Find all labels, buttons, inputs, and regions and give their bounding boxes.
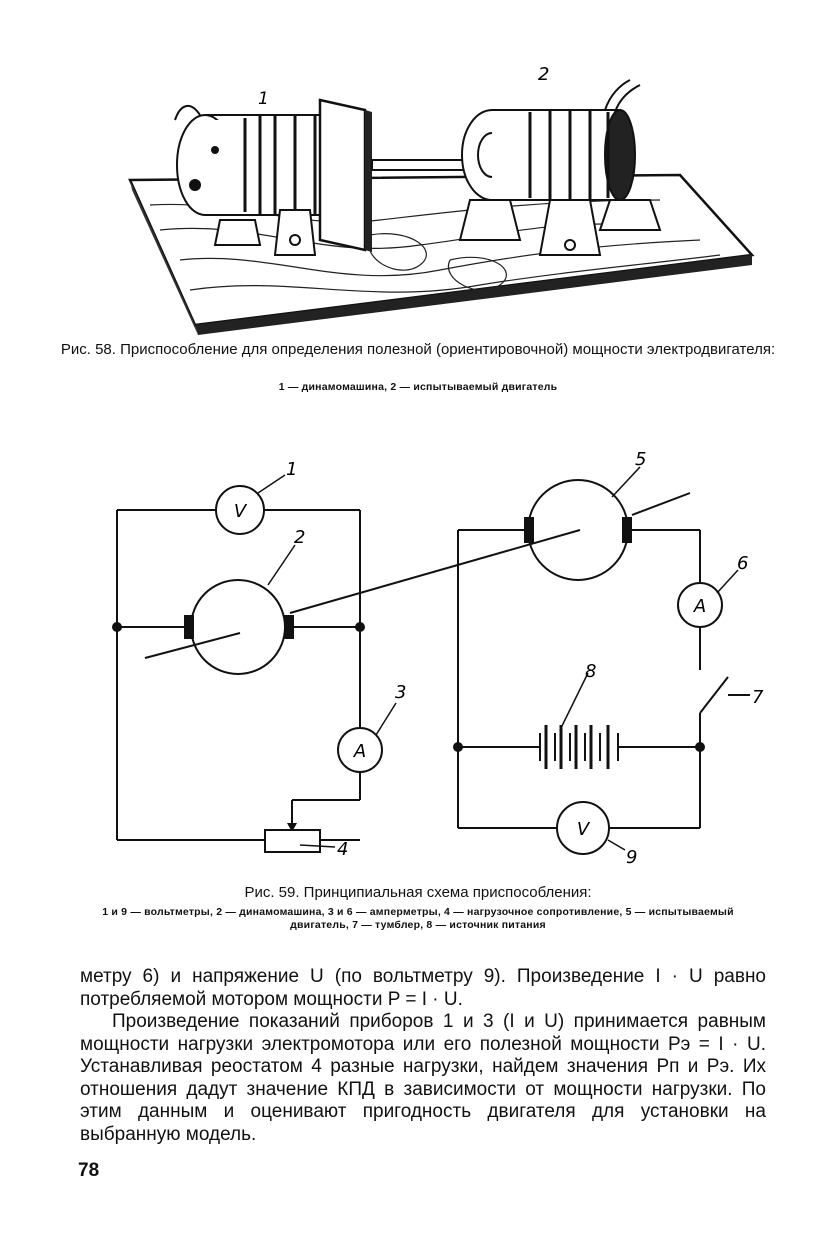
circuit-label-8: 8 (585, 661, 596, 682)
page-number: 78 (78, 1160, 100, 1181)
circuit-label-7: 7 (752, 687, 764, 708)
circuit-label-1: 1 (286, 459, 297, 480)
figure-58-caption-legend: 1 — динамомашина, 2 — испытываемый двига… (278, 381, 558, 393)
circuit-label-3: 3 (395, 682, 406, 703)
figure-58-illustration: 1 2 (128, 64, 755, 335)
figure-58-caption-title: Рис. 58. Приспособление для определения … (60, 341, 776, 358)
body-text: метру 6) и напряжение U (по вольтметру 9… (80, 966, 766, 1146)
voltmeter-1-symbol: V (234, 501, 248, 522)
figure-59-circuit-diagram: V A A V 1 2 (112, 449, 764, 865)
figure-59-caption-legend: 1 и 9 — вольтметры, 2 — динамомашина, 3 … (102, 906, 734, 931)
circuit-label-5: 5 (635, 449, 646, 470)
paragraph-2: Произведение показаний приборов 1 и 3 (I… (80, 1011, 766, 1145)
circuit-label-9: 9 (626, 847, 637, 865)
circuit-label-6: 6 (737, 553, 748, 574)
figure-58-label-1: 1 (258, 89, 269, 109)
figure-59-caption-title: Рис. 59. Принципиальная схема приспособл… (244, 884, 592, 901)
ammeter-6-symbol: A (693, 596, 706, 617)
voltmeter-9-symbol: V (577, 819, 591, 840)
ammeter-3-symbol: A (353, 741, 366, 762)
paragraph-1: метру 6) и напряжение U (по вольтметру 9… (80, 966, 766, 1010)
circuit-label-4: 4 (337, 839, 348, 860)
figure-58-label-2: 2 (538, 64, 549, 85)
circuit-label-2: 2 (294, 527, 305, 548)
